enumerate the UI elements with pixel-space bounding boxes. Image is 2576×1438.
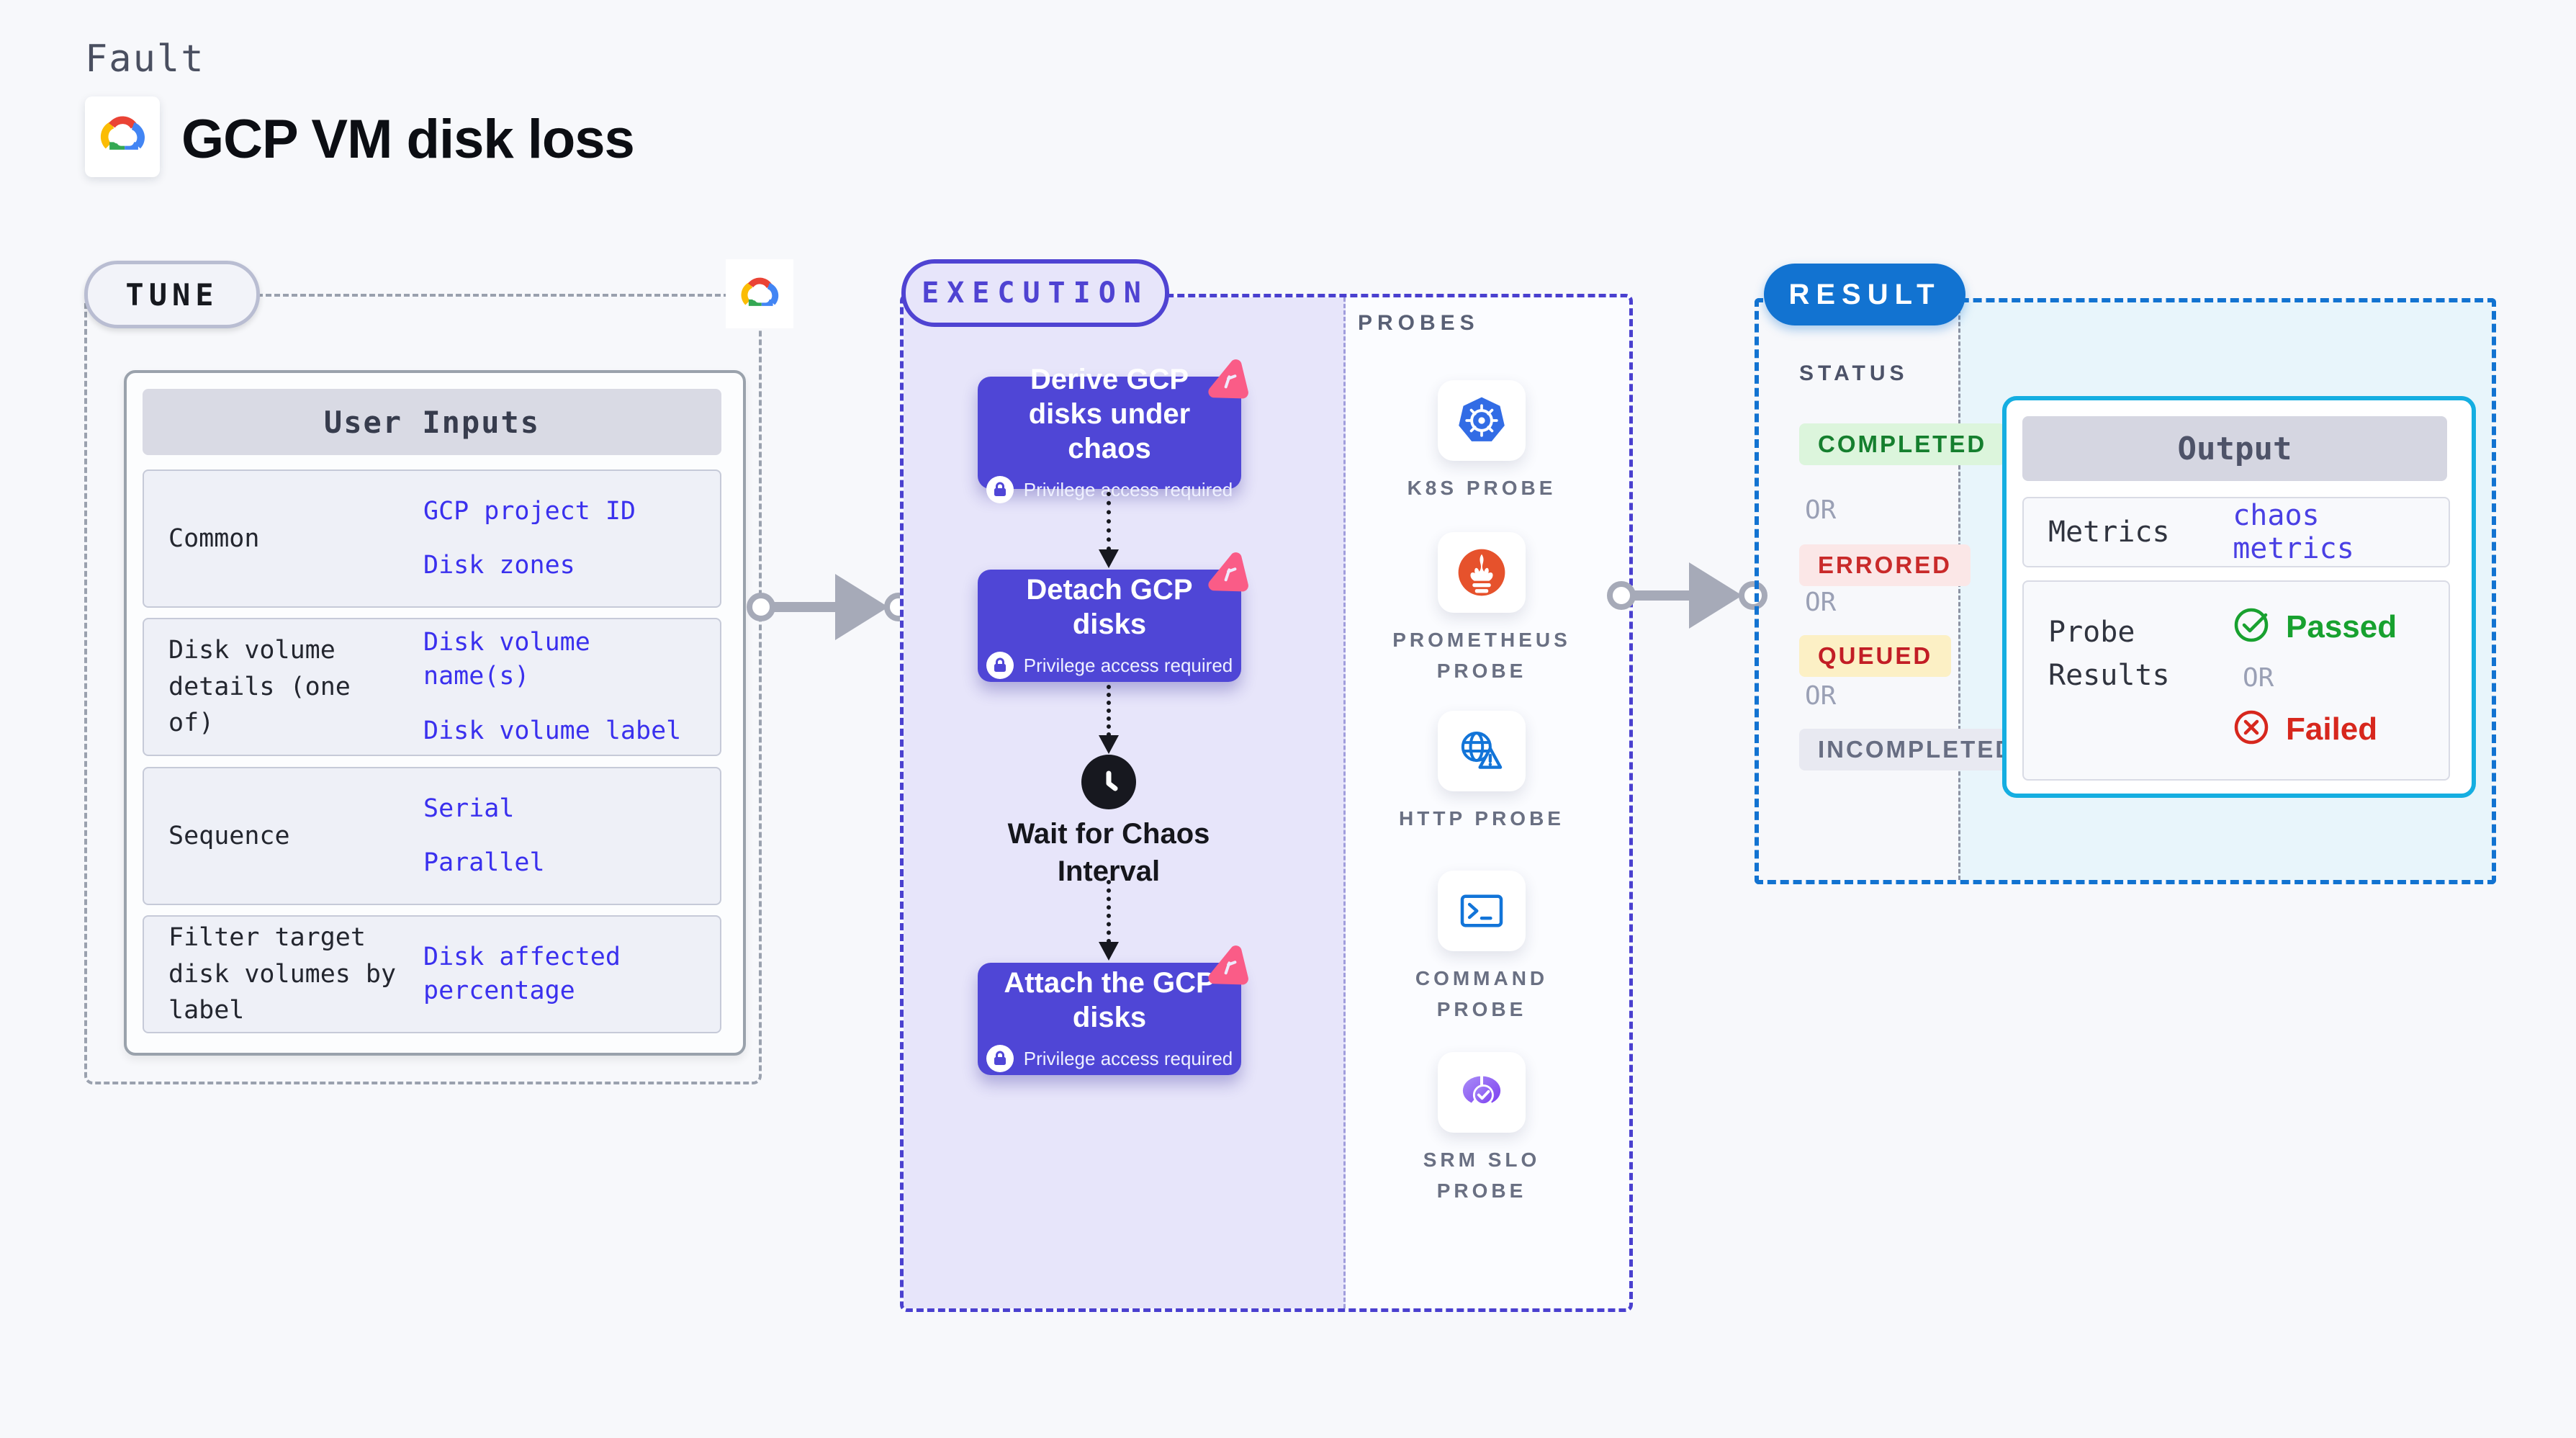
row-label: Sequence	[168, 821, 290, 850]
or-label: OR	[1805, 681, 1837, 711]
step-title: Detach GCP disks	[1026, 574, 1193, 640]
globe-warning-icon	[1438, 711, 1526, 791]
gcp-cloud-icon	[94, 112, 150, 162]
lock-icon	[986, 652, 1014, 679]
status-heading: STATUS	[1799, 361, 1909, 385]
or-label: OR	[1805, 495, 1837, 525]
probe-item-http: HTTP PROBE	[1388, 711, 1575, 834]
privilege-badge: Privilege access required	[1023, 1047, 1233, 1069]
status-badge-incompleted: INCOMPLETED	[1799, 729, 2034, 770]
failed-x-icon	[2233, 709, 2270, 750]
step-title: Derive GCP disks under chaos	[1028, 364, 1191, 464]
chaos-scenario-icon	[1201, 940, 1254, 993]
user-inputs-card: User Inputs Common GCP project ID Disk z…	[124, 370, 746, 1056]
step-derive-gcp-disks: Derive GCP disks under chaos Privilege a…	[978, 359, 1248, 503]
step-title: Attach the GCP disks	[1004, 967, 1215, 1033]
probe-label: PROMETHEUS PROBE	[1392, 629, 1571, 683]
probes-section-label: PROBES	[1358, 311, 1480, 335]
probe-label: HTTP PROBE	[1399, 807, 1564, 830]
failed-label: Failed	[2286, 711, 2378, 747]
step-detach-gcp-disks: Detach GCP disks Privilege access requir…	[978, 552, 1248, 682]
privilege-badge: Privilege access required	[1023, 654, 1233, 676]
row-value: Serial	[423, 794, 515, 823]
connector	[1107, 880, 1111, 943]
output-card: Output Metrics chaos metrics Probe Resul…	[2002, 396, 2476, 798]
status-badge-queued: QUEUED	[1799, 635, 1952, 677]
status-badge-errored: ERRORED	[1799, 544, 1971, 586]
probe-item-prometheus: PROMETHEUS PROBE	[1388, 532, 1575, 687]
connector-arrowhead	[1099, 549, 1119, 568]
row-value: Disk volume label	[423, 716, 682, 745]
output-header: Output	[2022, 416, 2447, 481]
prometheus-icon	[1438, 532, 1526, 613]
tune-section-label: TUNE	[84, 261, 260, 328]
lock-icon	[986, 476, 1014, 503]
fault-eyebrow: Fault	[85, 37, 205, 81]
or-label: OR	[1805, 588, 1837, 617]
lock-icon	[986, 1045, 1014, 1072]
connector	[1107, 685, 1111, 737]
metrics-label: Metrics	[2048, 516, 2170, 549]
kubernetes-icon	[1438, 380, 1526, 461]
row-value: Disk affected percentage	[423, 942, 621, 1005]
tune-section-box	[84, 294, 762, 1084]
probe-label: K8S PROBE	[1407, 477, 1557, 499]
row-value: Parallel	[423, 848, 545, 877]
gcp-cloud-icon-small	[726, 259, 793, 328]
row-value: Disk zones	[423, 551, 575, 580]
wait-for-chaos-interval-label: Wait for Chaos Interval	[1007, 818, 1210, 887]
user-inputs-header: User Inputs	[143, 389, 721, 455]
table-row: Filter target disk volumes by label Disk…	[143, 915, 721, 1033]
execution-section-label: EXECUTION	[901, 259, 1169, 327]
result-section-label: RESULT	[1764, 264, 1965, 325]
clock-icon	[1081, 755, 1136, 809]
table-row: Sequence Serial Parallel	[143, 767, 721, 905]
passed-check-icon	[2233, 606, 2270, 647]
status-badge-completed: COMPLETED	[1799, 423, 2006, 465]
connector-arrowhead	[1099, 942, 1119, 961]
chaos-scenario-icon	[1201, 354, 1254, 407]
metrics-value: chaos metrics	[2233, 499, 2354, 565]
passed-label: Passed	[2286, 608, 2397, 644]
row-value: Disk volume name(s)	[423, 628, 590, 691]
table-row: Common GCP project ID Disk zones	[143, 469, 721, 608]
row-label: Filter target disk volumes by label	[168, 922, 397, 1025]
probe-item-command: COMMAND PROBE	[1388, 871, 1575, 1025]
step-attach-gcp-disks: Attach the GCP disks Privilege access re…	[978, 945, 1248, 1075]
probe-item-k8s: K8S PROBE	[1388, 380, 1575, 503]
metrics-row: Metrics chaos metrics	[2022, 497, 2450, 567]
result-divider	[1958, 302, 1960, 880]
page-title: GCP VM disk loss	[181, 109, 635, 170]
probe-results-row: Probe Results Passed OR	[2022, 580, 2450, 781]
connector-arrowhead	[1099, 735, 1119, 754]
connector	[1107, 492, 1111, 551]
row-value: GCP project ID	[423, 496, 636, 526]
probe-label: SRM SLO PROBE	[1423, 1149, 1541, 1203]
row-label: Common	[168, 523, 260, 553]
terminal-icon	[1438, 871, 1526, 951]
table-row: Disk volume details (one of) Disk volume…	[143, 618, 721, 756]
slo-gauge-icon	[1438, 1052, 1526, 1133]
chaos-scenario-icon	[1201, 547, 1254, 600]
probe-label: COMMAND PROBE	[1415, 967, 1549, 1021]
probe-item-srm-slo: SRM SLO PROBE	[1388, 1052, 1575, 1207]
gcp-logo-card	[85, 96, 160, 177]
probe-results-label: Probe Results	[2048, 616, 2170, 692]
row-label: Disk volume details (one of)	[168, 635, 351, 738]
or-label: OR	[2243, 663, 2274, 693]
result-section-box: STATUS COMPLETED OR ERRORED OR QUEUED OR…	[1755, 298, 2496, 884]
privilege-badge: Privilege access required	[1023, 478, 1233, 500]
